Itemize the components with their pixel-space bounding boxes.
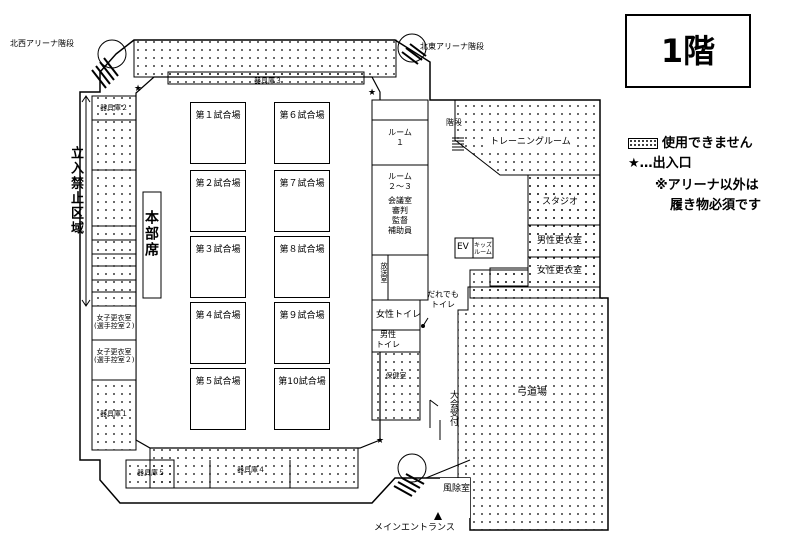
- court-3: 第３試合場: [190, 236, 246, 298]
- storage-5-area: [125, 459, 175, 489]
- legend-unusable: 使用できません: [628, 132, 753, 151]
- entrance-marker: [434, 512, 442, 520]
- kids-room: [472, 237, 494, 259]
- hq-table: [142, 191, 162, 299]
- anyone-toilet: だれでも トイレ: [427, 290, 459, 309]
- storage-3-area: [167, 71, 365, 85]
- entrance-star: ★: [376, 436, 385, 446]
- floor-indicator: 1階: [625, 14, 751, 88]
- storage4-label: 器具庫４: [237, 466, 265, 474]
- kids-label: キッズ ルーム: [474, 242, 493, 256]
- entrance-star: ★: [134, 84, 143, 94]
- stairs-label: 階段: [446, 118, 462, 127]
- entrance-star: ★: [368, 88, 377, 98]
- court-7: 第７試合場: [274, 170, 330, 232]
- womens-change-left2: 女子更衣室 (選手控室２): [94, 348, 135, 364]
- storage3-label: 器具庫３: [254, 77, 282, 85]
- ne-stairs-label: 北東アリーナ階段: [420, 42, 484, 51]
- nw-stairs-label: 北西アリーナ階段: [10, 39, 74, 48]
- top-storage-band: [133, 39, 397, 78]
- storage5-label: 器具庫５: [137, 469, 165, 477]
- stairs-east: [452, 137, 464, 151]
- reception-label: 大会受付: [448, 390, 458, 426]
- arena-wall: [135, 76, 381, 449]
- ev-label: EV: [457, 242, 469, 252]
- court-9: 第９試合場: [274, 302, 330, 364]
- womens-change-left: 女子更衣室 (選手控室２): [94, 314, 135, 330]
- officials-room: 会議室 審判 監督 補助員: [388, 196, 412, 235]
- studio-label: スタジオ: [540, 197, 581, 208]
- windbreak-label: 風除室: [443, 484, 471, 494]
- training-label: トレーニングルーム: [488, 137, 573, 148]
- womens-toilet: 女性トイレ: [376, 310, 422, 320]
- court-8: 第８試合場: [274, 236, 330, 298]
- court-10: 第10試合場: [274, 368, 330, 430]
- mens-toilet: 男性 トイレ: [376, 330, 400, 349]
- stairs-northwest: [91, 39, 127, 89]
- health-label: 保健室: [385, 372, 407, 380]
- court-6: 第６試合場: [274, 102, 330, 164]
- storage2-label: 器具庫２: [100, 104, 128, 112]
- mens-locker-label: 男性更衣室: [535, 236, 585, 247]
- legend-note1: ※アリーナ以外は: [655, 178, 759, 193]
- main-entrance-label: メインエントランス: [374, 523, 455, 533]
- room-1: ルーム １: [388, 128, 412, 147]
- room-2-3: ルーム ２～３: [388, 172, 412, 191]
- court-4: 第４試合場: [190, 302, 246, 364]
- left-change-room: [91, 305, 137, 341]
- hq-label: 本部席: [143, 210, 159, 258]
- court-5: 第５試合場: [190, 368, 246, 430]
- health-room: [371, 351, 421, 421]
- dotted-swatch-icon: [628, 138, 658, 149]
- legend-entrance: ★…出入口: [628, 156, 692, 171]
- stairs-northeast: [397, 33, 427, 65]
- stairs-southeast: [393, 453, 427, 497]
- legend-note2: 履き物必須です: [670, 198, 762, 213]
- archery-label: 弓道場: [515, 387, 549, 398]
- broadcast-room: 放送室: [380, 262, 388, 283]
- archery-area: [457, 286, 609, 531]
- womens-locker-label: 女性更衣室: [535, 266, 585, 277]
- storage1-label: 器具庫１: [100, 410, 128, 418]
- no-entry-label: 立入禁止区域: [68, 146, 83, 236]
- court-2: 第２試合場: [190, 170, 246, 232]
- left-locker-block: [91, 95, 137, 307]
- court-1: 第１試合場: [190, 102, 246, 164]
